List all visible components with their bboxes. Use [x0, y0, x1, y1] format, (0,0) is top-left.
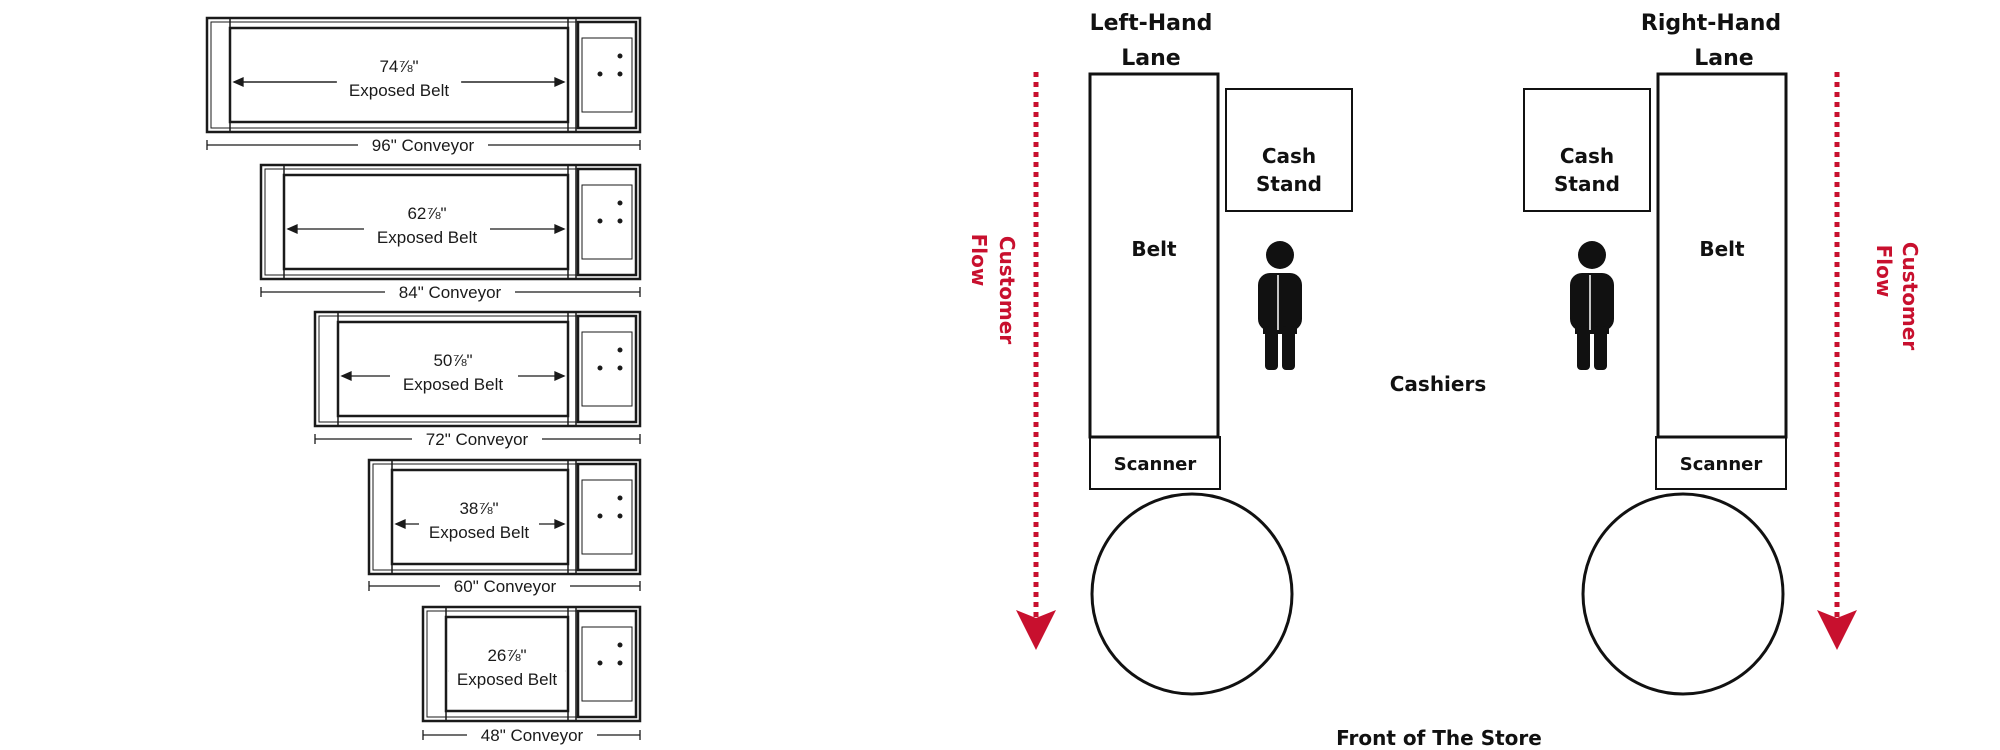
svg-text:Customer: Customer	[995, 236, 1019, 345]
left-cart-circle	[1090, 492, 1294, 696]
exposed-belt-label: Exposed Belt	[377, 228, 477, 247]
right-cashier-person-icon	[1570, 241, 1614, 370]
conveyor-drawing-96	[205, 16, 642, 150]
right-hand-lane: Right-Hand Lane Belt Scanner Cash Stand	[1523, 11, 1788, 696]
left-cashier-person-icon	[1258, 241, 1302, 370]
belt-length-label: 62⅞"	[407, 204, 446, 223]
belt-length-label: 74⅞"	[379, 57, 418, 76]
left-lane-title-line2: Lane	[1121, 46, 1180, 71]
belt-length-label: 26⅞"	[487, 646, 526, 665]
left-cash-stand-label-line1: Cash	[1262, 144, 1316, 168]
front-of-store-label: Front of The Store	[1336, 726, 1542, 750]
right-lane-title-line1: Right-Hand	[1641, 11, 1781, 36]
left-customer-flow-label: Customer Flow	[967, 234, 1019, 345]
right-cash-stand-label-line2: Stand	[1554, 172, 1620, 196]
svg-text:Customer: Customer	[1898, 242, 1922, 351]
svg-text:Flow: Flow	[967, 234, 991, 287]
right-cash-stand-box	[1523, 88, 1651, 212]
right-cash-stand-label-line1: Cash	[1560, 144, 1614, 168]
exposed-belt-label: Exposed Belt	[403, 375, 503, 394]
conveyor-labels: 74⅞" Exposed Belt 96" Conveyor 62⅞" Expo…	[337, 53, 597, 745]
conveyor-length-label: 48" Conveyor	[481, 726, 584, 745]
right-lane-title-line2: Lane	[1694, 46, 1753, 71]
conveyor-drawing-48	[421, 605, 642, 740]
left-scanner-label: Scanner	[1114, 454, 1197, 475]
left-lane-title-line1: Left-Hand	[1090, 11, 1213, 36]
belt-length-label: 50⅞"	[433, 351, 472, 370]
svg-text:Flow: Flow	[1872, 245, 1896, 298]
conveyor-length-label: 84" Conveyor	[399, 283, 502, 302]
exposed-belt-label: Exposed Belt	[429, 523, 529, 542]
left-hand-lane: Left-Hand Lane Belt Scanner Cash Stand	[1088, 11, 1353, 696]
right-scanner-box	[1655, 436, 1787, 490]
exposed-belt-label: Exposed Belt	[349, 81, 449, 100]
left-cash-stand-label-line2: Stand	[1256, 172, 1322, 196]
right-scanner-label: Scanner	[1680, 454, 1763, 475]
belt-length-label: 38⅞"	[459, 499, 498, 518]
exposed-belt-label: Exposed Belt	[457, 670, 557, 689]
conveyor-drawing-72	[313, 310, 642, 444]
right-cart-circle	[1581, 492, 1785, 696]
left-scanner-box	[1089, 436, 1221, 490]
left-cash-stand-box	[1225, 88, 1353, 212]
right-belt-label: Belt	[1699, 237, 1745, 261]
conveyor-length-label: 60" Conveyor	[454, 577, 557, 596]
conveyor-specs	[205, 16, 642, 740]
right-customer-flow-label: Customer Flow	[1872, 242, 1922, 351]
conveyor-length-label: 72" Conveyor	[426, 430, 529, 449]
conveyor-length-label: 96" Conveyor	[372, 136, 475, 155]
cashiers-label: Cashiers	[1390, 372, 1487, 396]
left-belt-label: Belt	[1131, 237, 1177, 261]
